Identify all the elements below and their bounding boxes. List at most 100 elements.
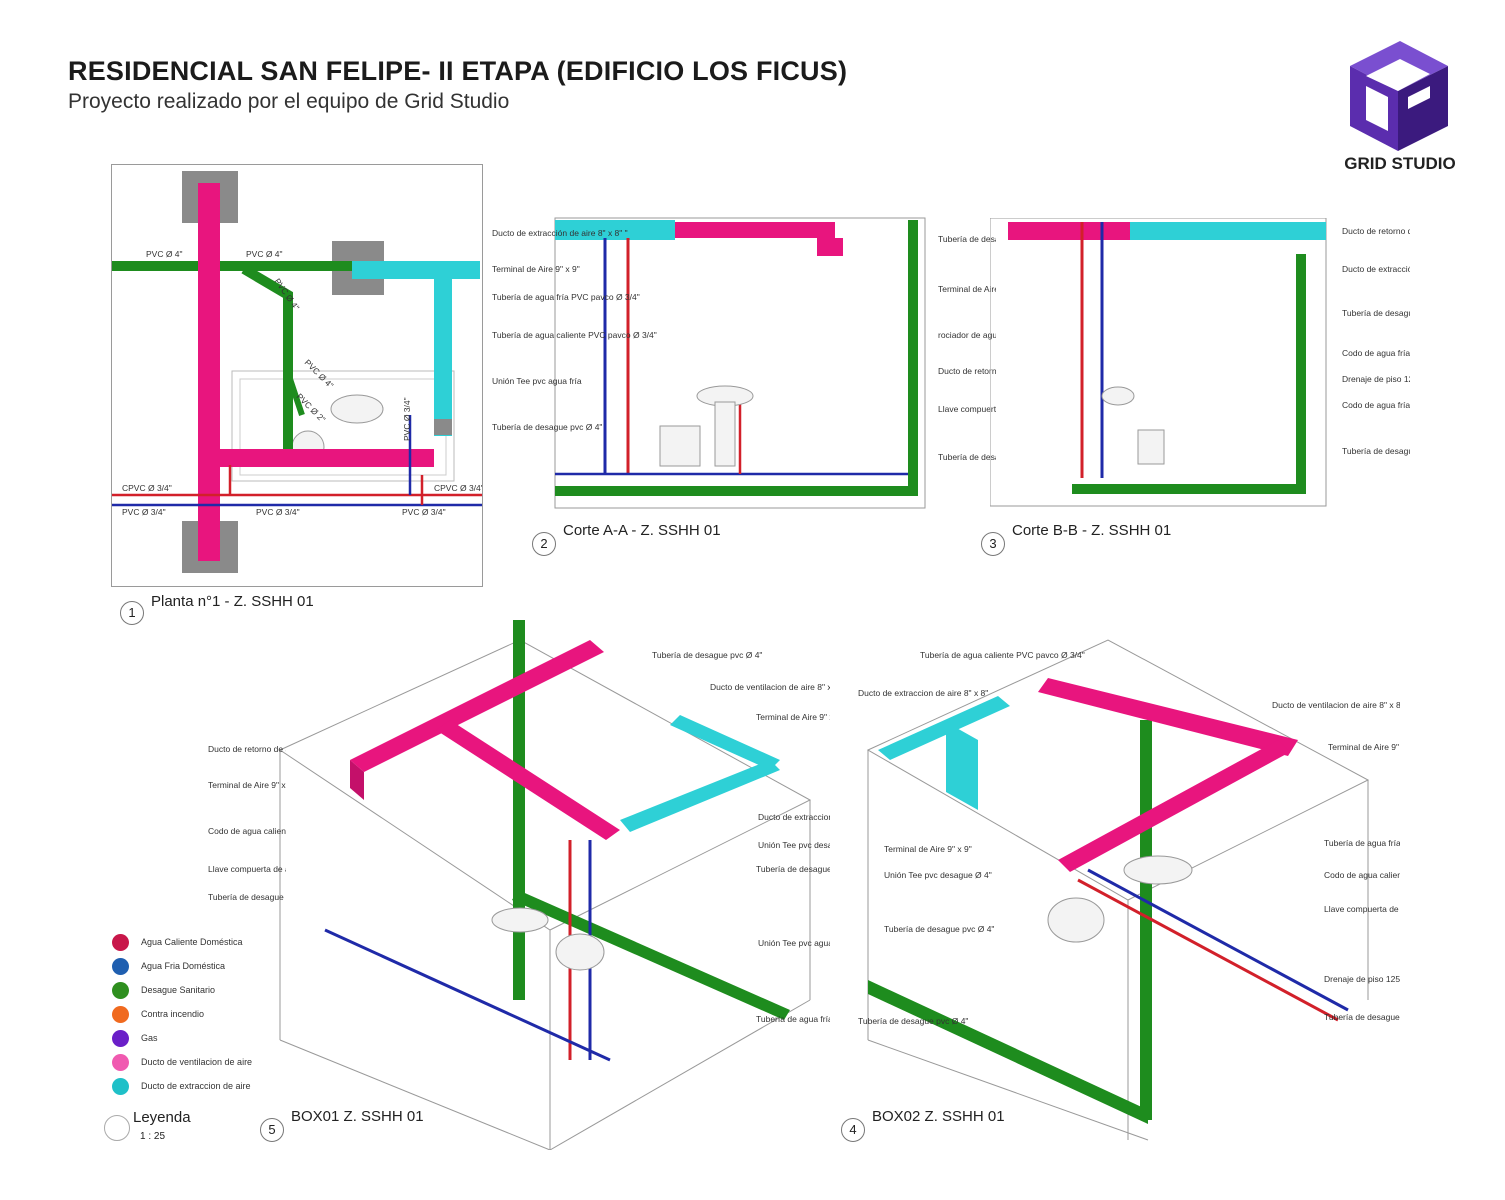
box01-note-l4: Llave compuerta de agua fría Ø 3/4" [208,864,286,874]
aa-note-7: Tubería de desague pvc Ø 4" [938,234,996,244]
legend-item: Agua Fria Doméstica [112,954,252,978]
legend-dot-icon [112,933,129,951]
aa-note-3: Tubería de agua fría PVC pavco Ø 3/4" [492,292,640,302]
box01-caption: BOX01 Z. SSHH 01 [291,1108,424,1125]
bb-note-5: Drenaje de piso 125mm [1342,374,1410,384]
view-number-4: 4 [841,1118,865,1142]
legend-dot-icon [112,1053,129,1071]
plan-label-cpvc-left: CPVC Ø 3/4" [122,483,172,493]
plan-label-pvc34-2: PVC Ø 3/4" [256,507,300,517]
box01-note-l3: Codo de agua caliente pvc de 3/4" [208,826,286,836]
legend-label: Gas [141,1033,158,1043]
section-aa-caption: Corte A-A - Z. SSHH 01 [563,522,721,539]
box01-note-r1: Tubería de desague pvc Ø 4" [652,650,762,660]
legend-dot-icon [112,1029,129,1047]
box02-note-l5: Tubería de desague pvc Ø 4" [884,924,994,934]
legend-label: Ducto de extraccion de aire [141,1081,251,1091]
box02-note-r6: Drenaje de piso 125mm [1324,974,1400,984]
grid-studio-cube-logo [1350,41,1448,151]
page-subtitle: Proyecto realizado por el equipo de Grid… [68,90,510,113]
aa-note-10: Ducto de retorno de aire acondicionado [938,366,996,376]
box02-note-r3: Tubería de agua fría PVC pavco Ø 3/4" [1324,838,1400,848]
legend-item: Ducto de ventilacion de aire [112,1050,252,1074]
box02-isometric-drawing: Tubería de agua caliente PVC pavco Ø 3/4… [858,639,1370,1141]
box01-note-r4: Ducto de extraccion de aire 8" x 8" " [758,812,830,822]
box01-note-r6: Tubería de desague pvc Ø 4" [756,864,830,874]
logo-label: GRID STUDIO [1344,154,1456,173]
bb-note-7: Tubería de desague pvc Ø 4" [1342,446,1410,456]
box02-caption: BOX02 Z. SSHH 01 [872,1108,1005,1125]
legend-label: Ducto de ventilacion de aire [141,1057,253,1067]
plan-label-cpvc-right: CPVC Ø 3/4" [434,483,482,493]
box01-note-l2: Terminal de Aire 9" x 9" [208,780,286,790]
bb-note-6: Codo de agua fría pvc de 3/4" [1342,400,1410,410]
box02-note-r5: Llave compuerta de agua fría Ø 3/4" [1324,904,1400,914]
plan-view-panel: PVC Ø 4" PVC Ø 4" PVC Ø 4" PVC Ø 4" PVC … [111,164,484,587]
legend-item: Desague Sanitario [112,978,252,1002]
bb-note-4: Codo de agua fría pvc de 3/4" [1342,348,1410,358]
box02-note-l4: Unión Tee pvc desague Ø 4" [884,870,992,880]
bb-note-2: Ducto de extracción de aire 8" x 8" " [1342,264,1410,274]
aa-note-6: Tubería de desague pvc Ø 4" [492,422,602,432]
aa-note-9: rociador de agua de 1/2" [938,330,996,340]
legend-item: Gas [112,1026,252,1050]
box01-left-notes: Ducto de retorno de aire 8" x 8" " Termi… [208,744,286,902]
section-aa-right-notes: Tubería de desague pvc Ø 4" Terminal de … [938,234,996,462]
legend-item: Ducto de extraccion de aire [112,1074,252,1098]
section-bb-caption: Corte B-B - Z. SSHH 01 [1012,522,1172,539]
aa-note-12: Tubería de desague pvc Ø 2" [938,452,996,462]
box01-note-r2: Ducto de ventilacion de aire 8" x 8" " [710,682,830,692]
box02-right-notes: Ducto de ventilacion de aire 8" x 8" " T… [1272,700,1400,1022]
box02-note-l1: Tubería de agua caliente PVC pavco Ø 3/4… [920,650,1085,660]
view-number-1: 1 [120,601,144,625]
page-title: RESIDENCIAL SAN FELIPE- II ETAPA (EDIFIC… [68,56,848,86]
plan-label-pvc4-b: PVC Ø 4" [246,249,283,259]
legend-circle-icon [104,1115,130,1141]
aa-note-4: Tubería de agua caliente PVC pavco Ø 3/4… [492,330,657,340]
section-bb-drawing [990,218,1327,507]
section-aa-drawing: Ducto de extracción de aire 8" x 8" " Te… [492,217,926,509]
view-number-5: 5 [260,1118,284,1142]
box02-note-l2: Ducto de extraccion de aire 8" x 8" [858,688,988,698]
legend-label: Agua Caliente Doméstica [141,937,243,947]
legend-dot-icon [112,1005,129,1023]
legend-label: Desague Sanitario [141,985,216,995]
legend-item: Contra incendio [112,1002,252,1026]
legend-dot-icon [112,1077,129,1095]
view-number-3: 3 [981,532,1005,556]
box01-note-r7: Unión Tee pvc agua fria [758,938,830,948]
box02-note-r1: Ducto de ventilacion de aire 8" x 8" " [1272,700,1400,710]
aa-note-11: Llave compuerta de agua fría Ø 3/4" [938,404,996,414]
box02-note-l3: Terminal de Aire 9" x 9" [884,844,972,854]
box01-isometric-drawing: Tubería de desague pvc Ø 4" Ducto de ven… [278,620,830,1150]
box01-note-r3: Terminal de Aire 9" x 9" [756,712,830,722]
box01-note-l5: Tubería de desague pvc Ø 2" [208,892,286,902]
legend-label: Contra incendio [141,1009,205,1019]
legend-item: Agua Caliente Doméstica [112,930,252,954]
plan-label-pvc34-vertical: PVC Ø 3/4" [402,397,412,441]
section-aa-left-notes: Ducto de extracción de aire 8" x 8" " Te… [492,228,657,432]
section-bb-right-notes: Ducto de retorno de aire 8" x 8" " Ducto… [1342,226,1410,456]
plan-label-pvc4-a: PVC Ø 4" [146,249,183,259]
aa-note-5: Unión Tee pvc agua fría [492,376,582,386]
box01-note-r8: Tubería de agua fría PVC pavco Ø 3/4" [756,1014,830,1024]
view-number-2: 2 [532,532,556,556]
box01-note-l1: Ducto de retorno de aire 8" x 8" " [208,744,286,754]
legend-scale: 1 : 25 [140,1131,166,1142]
legend: Agua Caliente Doméstica Agua Fria Domést… [112,930,252,1098]
bb-note-1: Ducto de retorno de aire 8" x 8" " [1342,226,1410,236]
plan-drawing: PVC Ø 4" PVC Ø 4" PVC Ø 4" PVC Ø 4" PVC … [112,171,484,573]
plan-label-pvc34-3: PVC Ø 3/4" [402,507,446,517]
legend-title: Leyenda [133,1109,191,1126]
plan-label-pvc4-d: PVC Ø 4" [303,357,336,390]
bb-note-3: Tubería de desague pvc Ø 4" [1342,308,1410,318]
box02-note-r2: Terminal de Aire 9" x 9" [1328,742,1400,752]
aa-note-1: Ducto de extracción de aire 8" x 8" " [492,228,628,238]
box02-note-r4: Codo de agua caliente pvc de 3/4" [1324,870,1400,880]
legend-label: Agua Fria Doméstica [141,961,226,971]
aa-note-2: Terminal de Aire 9" x 9" [492,264,580,274]
aa-note-8: Terminal de Aire 9" x 9" [938,284,996,294]
plan-caption: Planta n°1 - Z. SSHH 01 [151,593,314,610]
legend-dot-icon [112,981,129,999]
box02-note-l6: Tubería de desague pvc Ø 4" [858,1016,968,1026]
